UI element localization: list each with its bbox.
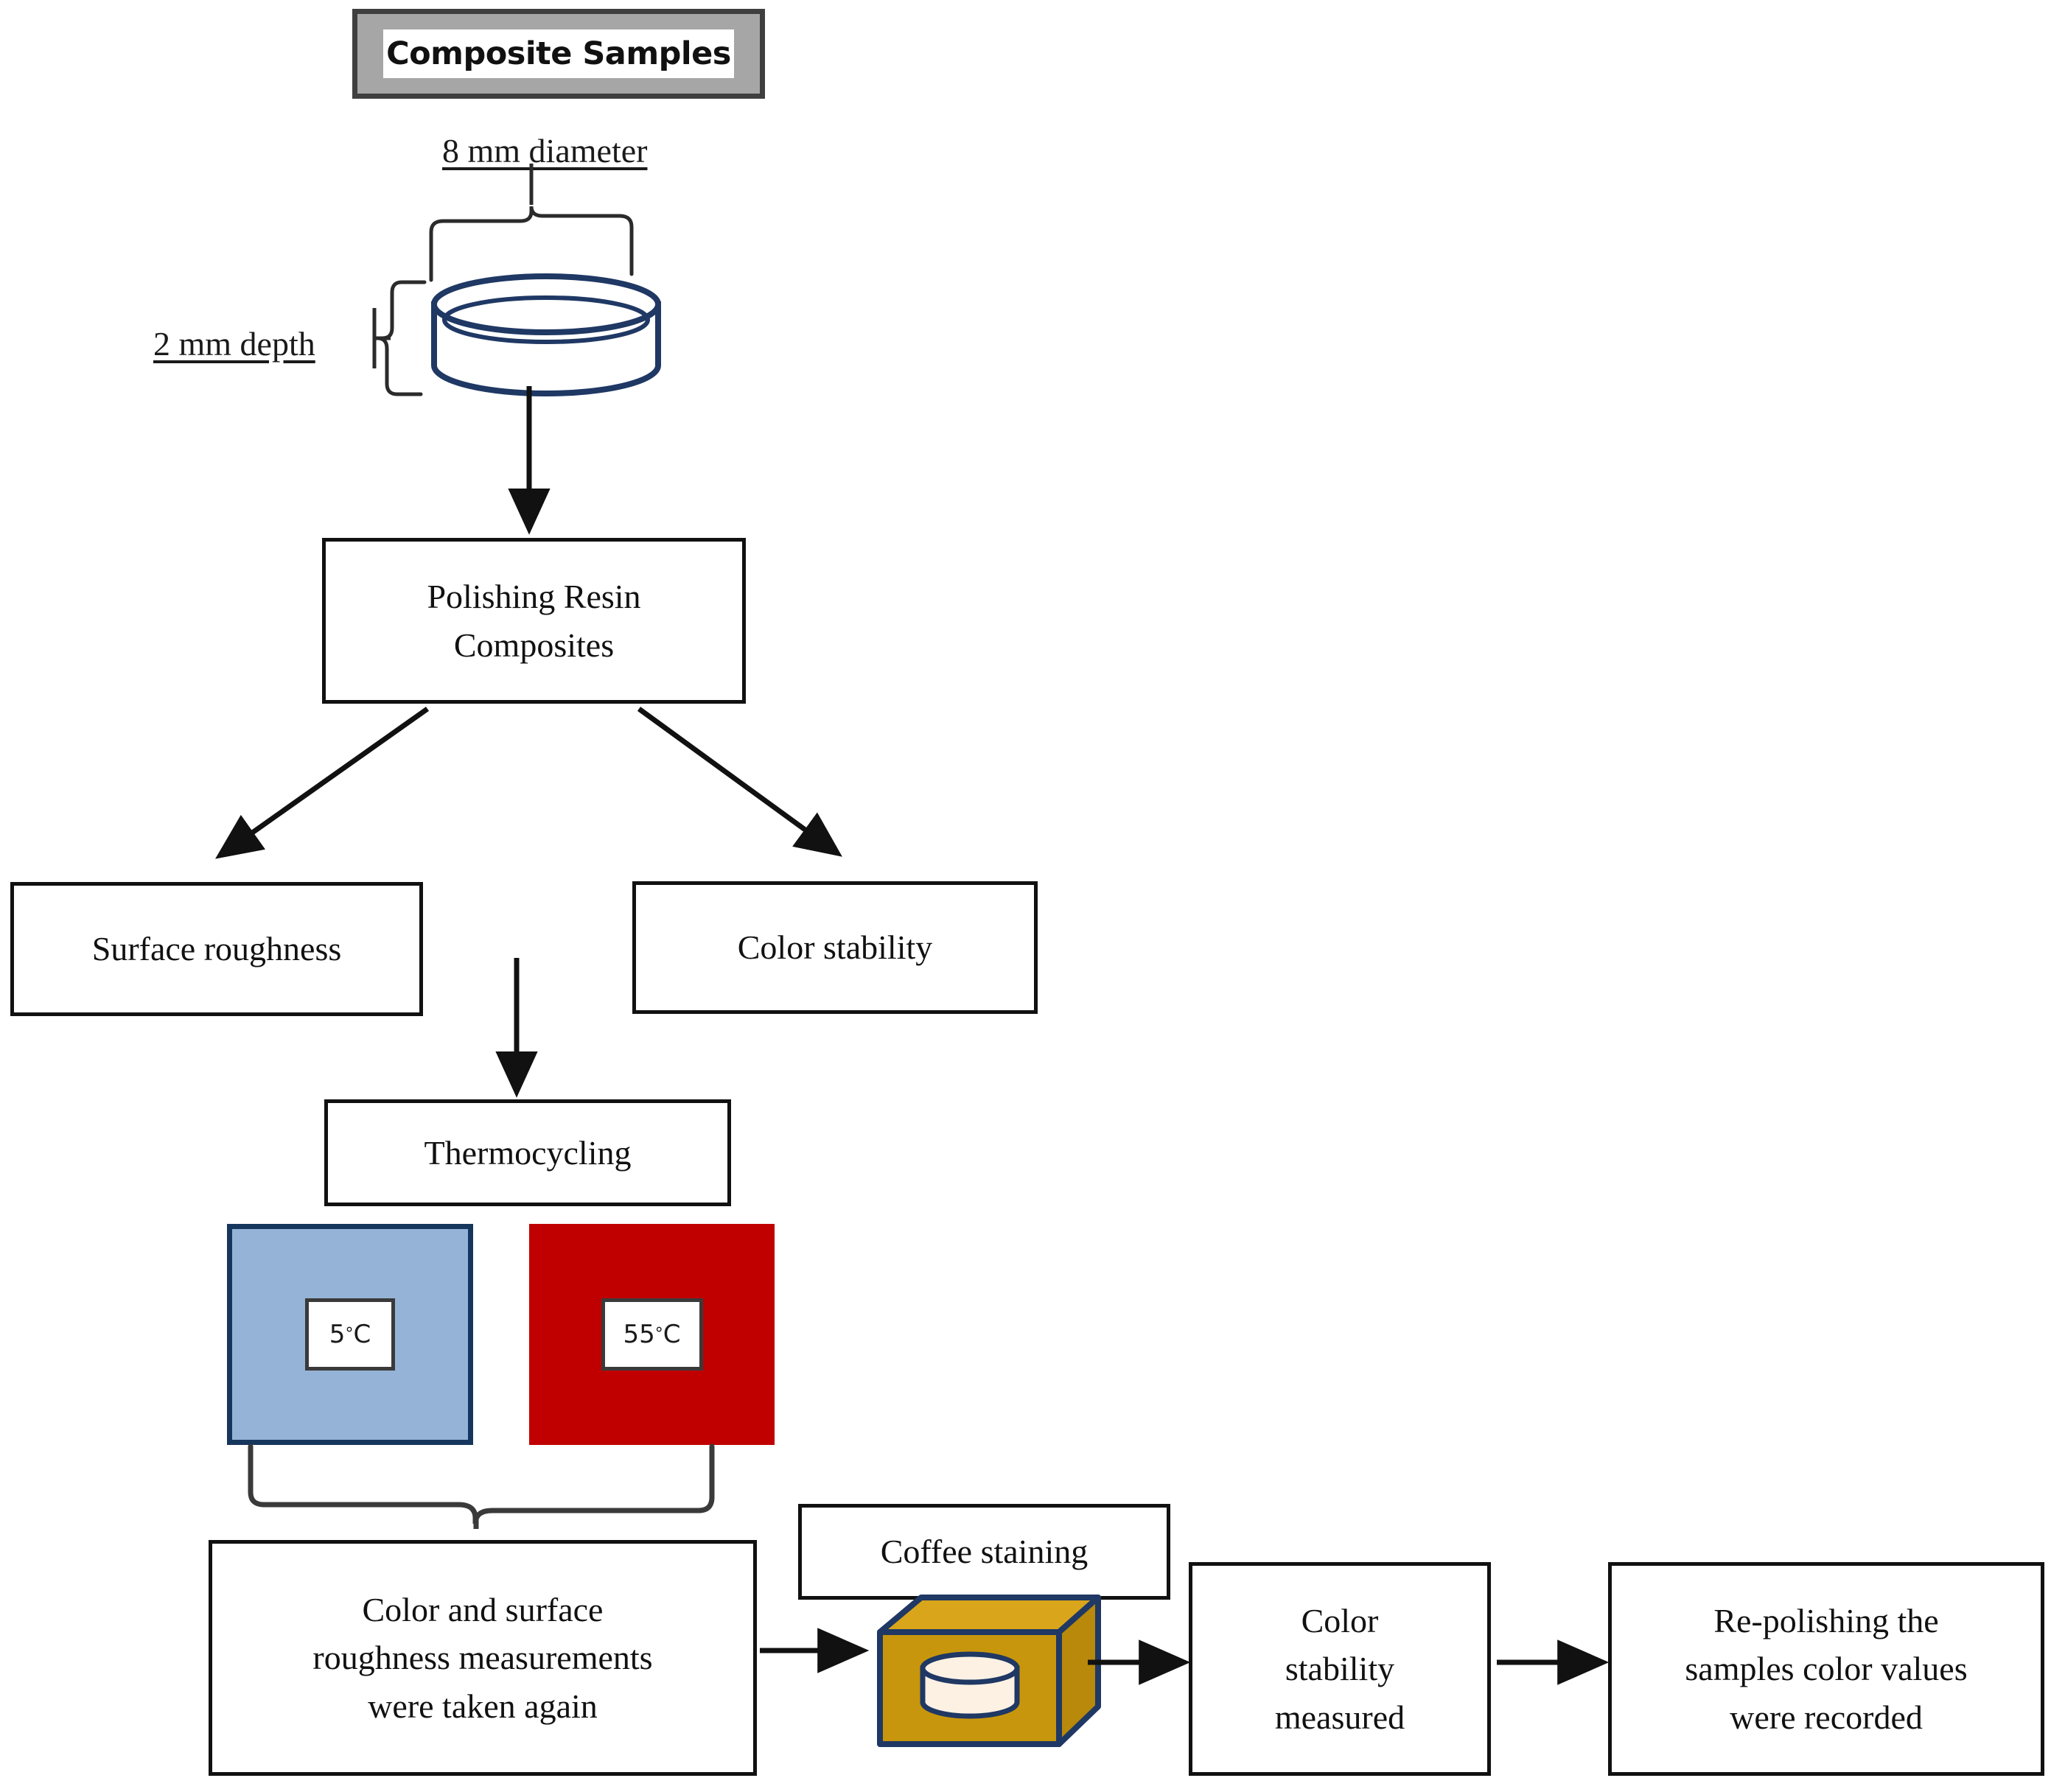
node-label: Coffee staining (880, 1533, 1089, 1571)
node-label: Thermocycling (424, 1133, 632, 1172)
node-label: Polishing Resin Composites (427, 578, 641, 664)
arrow-polishing-to-color-stability (637, 707, 842, 857)
hot-temperature-value: 55 (623, 1320, 655, 1349)
depth-brace (377, 280, 427, 396)
node-label: Color and surface roughness measurements… (312, 1591, 653, 1725)
hot-temperature-chip: 55°C (601, 1298, 703, 1371)
node-surface-roughness[interactable]: Surface roughness (10, 882, 423, 1016)
cold-temperature-chip: 5°C (305, 1298, 395, 1371)
node-thermocycling[interactable]: Thermocycling (324, 1099, 731, 1206)
node-color-stability[interactable]: Color stability (632, 881, 1038, 1014)
page-title: Composite Samples (383, 29, 734, 78)
node-color-stability-measured[interactable]: Color stability measured (1189, 1562, 1491, 1776)
node-measurements-taken-again[interactable]: Color and surface roughness measurements… (209, 1540, 757, 1776)
depth-label: 2 mm depth (153, 325, 315, 363)
hot-unit: C (663, 1320, 681, 1349)
node-label: Surface roughness (91, 930, 342, 968)
thermocycle-brace (248, 1443, 715, 1525)
node-repolishing-recorded[interactable]: Re-polishing the samples color values we… (1608, 1562, 2044, 1776)
composite-samples-title-plaque: Composite Samples (352, 9, 765, 99)
cold-temperature-value: 5 (329, 1320, 346, 1349)
node-label: Color stability measured (1274, 1602, 1405, 1736)
node-label: Re-polishing the samples color values we… (1685, 1602, 1968, 1736)
node-label: Color stability (737, 928, 933, 967)
composite-specimen-disc (431, 273, 661, 396)
cold-unit: C (353, 1320, 371, 1349)
node-coffee-staining[interactable]: Coffee staining (798, 1504, 1170, 1600)
diameter-brace (429, 206, 634, 282)
node-polishing-resin-composites[interactable]: Polishing Resin Composites (322, 538, 746, 704)
arrow-polishing-to-surface-roughness (214, 707, 430, 859)
thermocycle-hot-bath[interactable]: 55°C (529, 1224, 775, 1445)
thermocycle-cold-bath[interactable]: 5°C (227, 1224, 473, 1445)
coffee-staining-container-icon (877, 1595, 1101, 1747)
diameter-label: 8 mm diameter (442, 132, 648, 169)
